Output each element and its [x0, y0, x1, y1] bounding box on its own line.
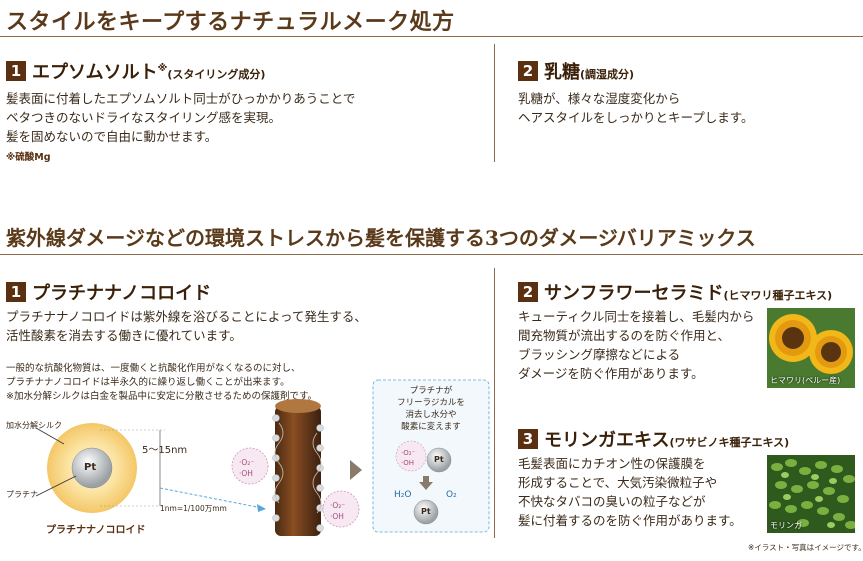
radical-line: ·O₂⁻ — [330, 501, 346, 510]
sunflower-image — [767, 308, 855, 388]
moringa-title: モリンガエキス(ワサビノキ種子エキス) — [544, 426, 789, 452]
text-line: ヘアスタイルをしっかりとキープします。 — [518, 110, 754, 125]
radical-bubble — [231, 447, 269, 485]
photo-caption: ヒマワリ(ペルー産) — [770, 376, 841, 385]
section1-rule — [0, 36, 863, 37]
section2-heading: 紫外線ダメージなどの環境ストレスから髪を保護する3つのダメージバリアミックス — [6, 226, 756, 250]
box-line: 消去し水分や — [405, 410, 457, 420]
epsom-salt-text: 髪表面に付着したエプソムソルト同士がひっかかりあうことで ベタつきのないドライな… — [6, 89, 355, 146]
sunflower-photo: ヒマワリ(ペルー産) — [767, 308, 855, 388]
box-line: 酸素に変えます — [401, 422, 461, 432]
lactose-title: 乳糖(調湿成分) — [544, 58, 634, 84]
title-text: 乳糖 — [544, 62, 580, 83]
section1-divider — [494, 44, 495, 162]
item-number: 1 — [6, 61, 26, 81]
radical-text: ·O₂⁻ ·OH — [330, 500, 345, 522]
text-line: プラチナナノコロイドは紫外線を浴びることによって発生する、 — [6, 309, 367, 324]
moringa-image — [767, 455, 855, 533]
text-line: キューティクル同士を接着し、毛髪内から — [518, 309, 755, 324]
text-line: 髪を固めないので自由に動かせます。 — [6, 129, 218, 144]
text-line: 間充物質が流出するのを防ぐ作用と、 — [518, 328, 731, 343]
platinum-label: プラチナ — [6, 490, 38, 499]
text-line: ブラッシング摩擦などによる — [518, 347, 681, 362]
title-sub: (スタイリング成分) — [167, 68, 266, 81]
note-line: ※加水分解シルクは白金を製品中に安定に分散させるための保護剤です。 — [6, 391, 318, 402]
note-line: プラチナナノコロイドは半永久的に繰り返し働くことが出来ます。 — [6, 377, 290, 388]
sunflower-title: サンフラワーセラミド(ヒマワリ種子エキス) — [544, 279, 832, 305]
section2-divider — [494, 268, 495, 538]
title-sub: (ワサビノキ種子エキス) — [669, 436, 790, 449]
moringa-text: 毛髪表面にカチオン性の保護膜を 形成することで、大気汚染微粒子や 不快なタバコの… — [518, 454, 742, 530]
size-label: 5〜15nm — [142, 445, 188, 456]
platinum-title: プラチナナノコロイド — [32, 283, 212, 304]
radical-line: ·OH — [330, 512, 344, 521]
epsom-salt-title: エプソムソルト※(スタイリング成分) — [32, 58, 265, 84]
radical-line: ·OH — [239, 469, 253, 478]
item-number: 2 — [518, 61, 538, 81]
platinum-diagram — [35, 379, 490, 536]
h2o-label: H₂O — [394, 490, 412, 500]
item-number: 1 — [6, 282, 26, 302]
pt-particle — [71, 447, 113, 489]
sunflower-text: キューティクル同士を接着し、毛髪内から 間充物質が流出するのを防ぐ作用と、 ブラ… — [518, 307, 754, 383]
section2-rule — [0, 254, 863, 255]
lactose-text: 乳糖が、様々な湿度変化から ヘアスタイルをしっかりとキープします。 — [518, 89, 754, 127]
footnote: ※イラスト・写真はイメージです。 — [748, 543, 863, 552]
unit-label: 1nm=1/100万mm — [160, 504, 227, 513]
item-number: 3 — [518, 429, 538, 449]
text-line: ダメージを防ぐ作用があります。 — [518, 366, 704, 381]
radical-bubble — [322, 490, 360, 528]
diagram-caption: プラチナナノコロイド — [46, 525, 146, 536]
radical-line: ·O₂⁻ — [239, 458, 255, 467]
box-pt: Pt — [421, 507, 431, 516]
title-text: モリンガエキス — [544, 430, 670, 451]
text-line: ベタつきのないドライなスタイリング感を実現。 — [6, 110, 282, 125]
title-mark: ※ — [157, 63, 168, 74]
title-sub: (ヒマワリ種子エキス) — [723, 289, 833, 302]
radical-line: ·OH — [401, 459, 414, 467]
text-line: 活性酸素を消去する働きに優れています。 — [6, 328, 242, 343]
text-line: 不快なタバコの臭いの粒子などが — [518, 494, 706, 509]
arrow-icon — [350, 460, 362, 480]
epsom-salt-note: ※硫酸Mg — [6, 152, 51, 163]
o2-label: O₂ — [446, 490, 457, 500]
box-radical: ·O₂⁻ ·OH — [401, 448, 415, 468]
box-line: プラチナが — [409, 386, 453, 396]
text-line: 乳糖が、様々な湿度変化から — [518, 91, 681, 106]
text-line: 髪表面に付着したエプソムソルト同士がひっかかりあうことで — [6, 91, 356, 106]
radical-text: ·O₂⁻ ·OH — [239, 457, 254, 479]
item-number: 2 — [518, 282, 538, 302]
box-line: フリーラジカルを — [397, 398, 465, 408]
platinum-notes: 一般的な抗酸化物質は、一度働くと抗酸化作用がなくなるのに対し、 プラチナナノコロ… — [6, 362, 317, 404]
hair-strand — [275, 406, 321, 536]
text-line: 髪に付着するのを防ぐ作用があります。 — [518, 513, 742, 528]
box-text: プラチナが フリーラジカルを 消去し水分や 酸素に変えます — [377, 385, 485, 433]
moringa-photo: モリンガ — [767, 455, 855, 533]
text-line: 形成することで、大気汚染微粒子や — [518, 475, 718, 490]
silk-label: 加水分解シルク — [6, 421, 62, 430]
pt-label: Pt — [84, 462, 97, 473]
note-line: 一般的な抗酸化物質は、一度働くと抗酸化作用がなくなるのに対し、 — [6, 363, 301, 374]
box-pt: Pt — [434, 455, 444, 464]
section1-heading: スタイルをキープするナチュラルメーク処方 — [6, 9, 455, 35]
title-text: サンフラワーセラミド — [544, 283, 724, 304]
text-line: 毛髪表面にカチオン性の保護膜を — [518, 456, 706, 471]
platinum-text: プラチナナノコロイドは紫外線を浴びることによって発生する、 活性酸素を消去する働… — [6, 307, 367, 345]
radical-line: ·O₂⁻ — [401, 449, 416, 457]
title-sub: (調湿成分) — [580, 68, 635, 81]
title-text: エプソムソルト — [32, 62, 158, 83]
photo-caption: モリンガ — [770, 521, 802, 530]
